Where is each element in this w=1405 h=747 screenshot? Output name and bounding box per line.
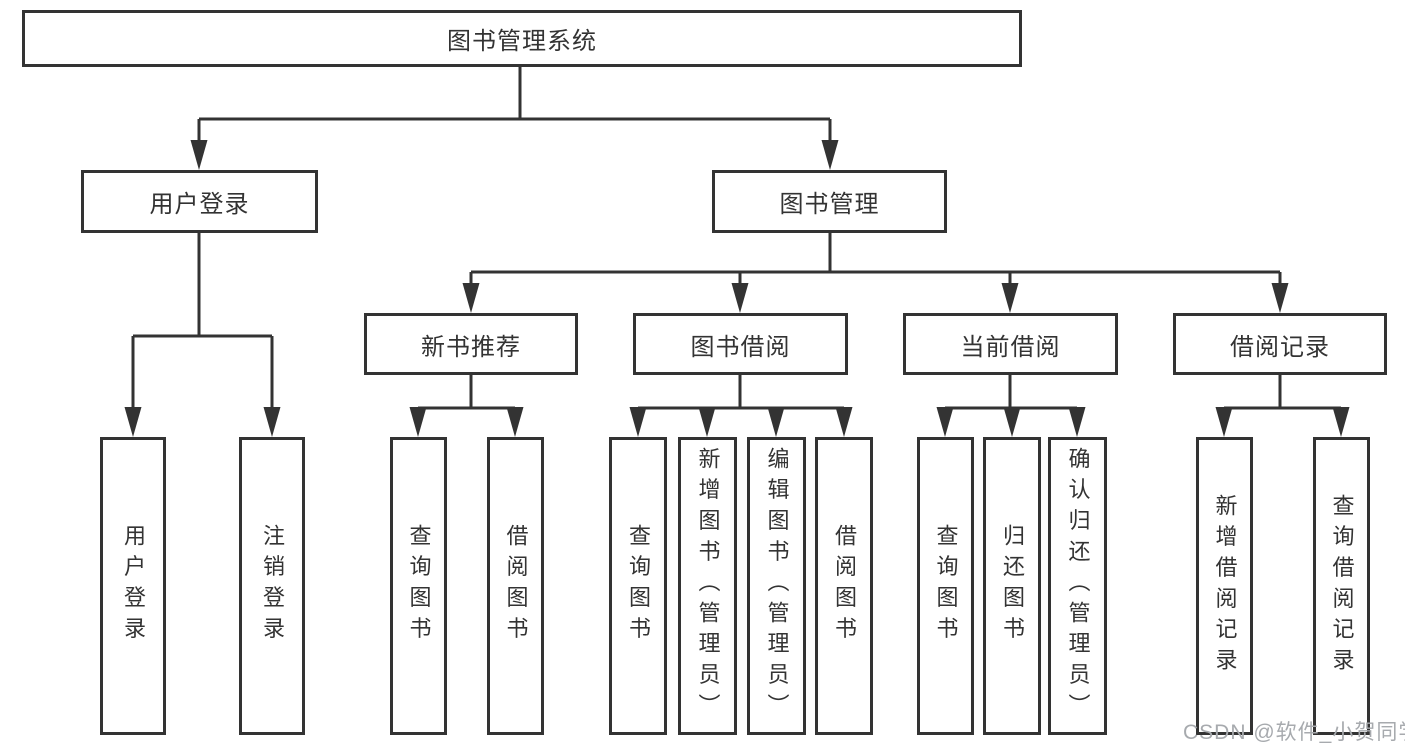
connector-bookborrow-to-leaves: [638, 375, 844, 410]
leaf-bb-borrow-books-label: 借阅图书: [832, 524, 857, 648]
arrow-down-icon: [124, 407, 142, 437]
arrow-down-icon: [1215, 407, 1233, 437]
node-current-borrowing: 当前借阅: [903, 313, 1118, 375]
arrow-down-icon: [1332, 407, 1350, 437]
leaf-bb-edit-books-admin: 编辑图书（管理员）: [747, 437, 806, 735]
node-borrowing-records-label: 借阅记录: [1230, 333, 1330, 361]
leaf-cb-query-books: 查询图书: [917, 437, 974, 735]
node-book-borrowing: 图书借阅: [633, 313, 848, 375]
arrow-down-icon: [190, 140, 208, 170]
arrow-down-icon: [1271, 283, 1289, 313]
arrow-down-icon: [409, 407, 427, 437]
node-user-login-branch-label: 用户登录: [149, 191, 250, 218]
leaf-bb-add-books-admin: 新增图书（管理员）: [678, 437, 737, 735]
leaf-nr-borrow-books-label: 借阅图书: [503, 524, 529, 648]
leaf-logout-label: 注销登录: [260, 524, 285, 648]
leaf-nr-query-books-label: 查询图书: [406, 524, 432, 648]
arrow-down-icon: [821, 140, 839, 170]
arrow-down-icon: [835, 407, 853, 437]
leaf-logout: 注销登录: [239, 437, 305, 735]
connector-userlogin-to-leaves: [131, 233, 274, 410]
leaf-cb-return-books-label: 归还图书: [1000, 524, 1025, 648]
leaf-cb-query-books-label: 查询图书: [933, 524, 959, 648]
leaf-bb-borrow-books: 借阅图书: [815, 437, 873, 735]
arrow-down-icon: [506, 407, 524, 437]
arrow-down-icon: [1001, 283, 1019, 313]
leaf-user-login-label: 用户登录: [121, 524, 146, 648]
node-root-label: 图书管理系统: [447, 28, 597, 55]
connector-newbook-to-leaves: [418, 375, 515, 410]
leaf-bb-edit-books-admin-label: 编辑图书（管理员）: [764, 447, 790, 725]
leaf-bb-query-books-label: 查询图书: [626, 524, 651, 648]
csdn-watermark: CSDN @软件_小贺同学: [1183, 721, 1405, 744]
leaf-br-add-record-label: 新增借阅记录: [1212, 493, 1238, 679]
leaf-nr-borrow-books: 借阅图书: [487, 437, 544, 735]
leaf-br-query-record-label: 查询借阅记录: [1329, 493, 1355, 679]
node-new-book-recommend-label: 新书推荐: [421, 333, 521, 361]
connector-bookmgmt-to-sections: [469, 233, 1282, 285]
arrow-down-icon: [1003, 407, 1021, 437]
leaf-nr-query-books: 查询图书: [390, 437, 447, 735]
connector-currentborrow-to-leaves: [945, 375, 1077, 410]
leaf-cb-return-books: 归还图书: [983, 437, 1041, 735]
node-current-borrowing-label: 当前借阅: [960, 333, 1061, 361]
arrow-down-icon: [731, 283, 749, 313]
node-book-borrowing-label: 图书借阅: [690, 333, 791, 361]
arrow-down-icon: [1068, 407, 1086, 437]
node-new-book-recommend: 新书推荐: [364, 313, 578, 375]
connector-root-to-level2: [197, 67, 832, 142]
arrow-down-icon: [698, 407, 716, 437]
node-book-management-branch-label: 图书管理: [779, 191, 880, 218]
node-user-login-branch: 用户登录: [81, 170, 318, 233]
leaf-user-login: 用户登录: [100, 437, 166, 735]
arrow-down-icon: [936, 407, 954, 437]
leaf-br-query-record: 查询借阅记录: [1313, 437, 1370, 735]
arrow-down-icon: [263, 407, 281, 437]
leaf-br-add-record: 新增借阅记录: [1196, 437, 1253, 735]
node-root: 图书管理系统: [22, 10, 1022, 67]
node-book-management-branch: 图书管理: [712, 170, 947, 233]
connector-borrowrecords-to-leaves: [1224, 375, 1341, 410]
leaf-cb-confirm-return-admin-label: 确认归还（管理员）: [1065, 447, 1091, 725]
arrow-down-icon: [767, 407, 785, 437]
leaf-cb-confirm-return-admin: 确认归还（管理员）: [1048, 437, 1107, 735]
node-borrowing-records: 借阅记录: [1173, 313, 1387, 375]
arrow-down-icon: [462, 283, 480, 313]
leaf-bb-query-books: 查询图书: [609, 437, 667, 735]
arrow-down-icon: [629, 407, 647, 437]
leaf-bb-add-books-admin-label: 新增图书（管理员）: [695, 447, 721, 725]
